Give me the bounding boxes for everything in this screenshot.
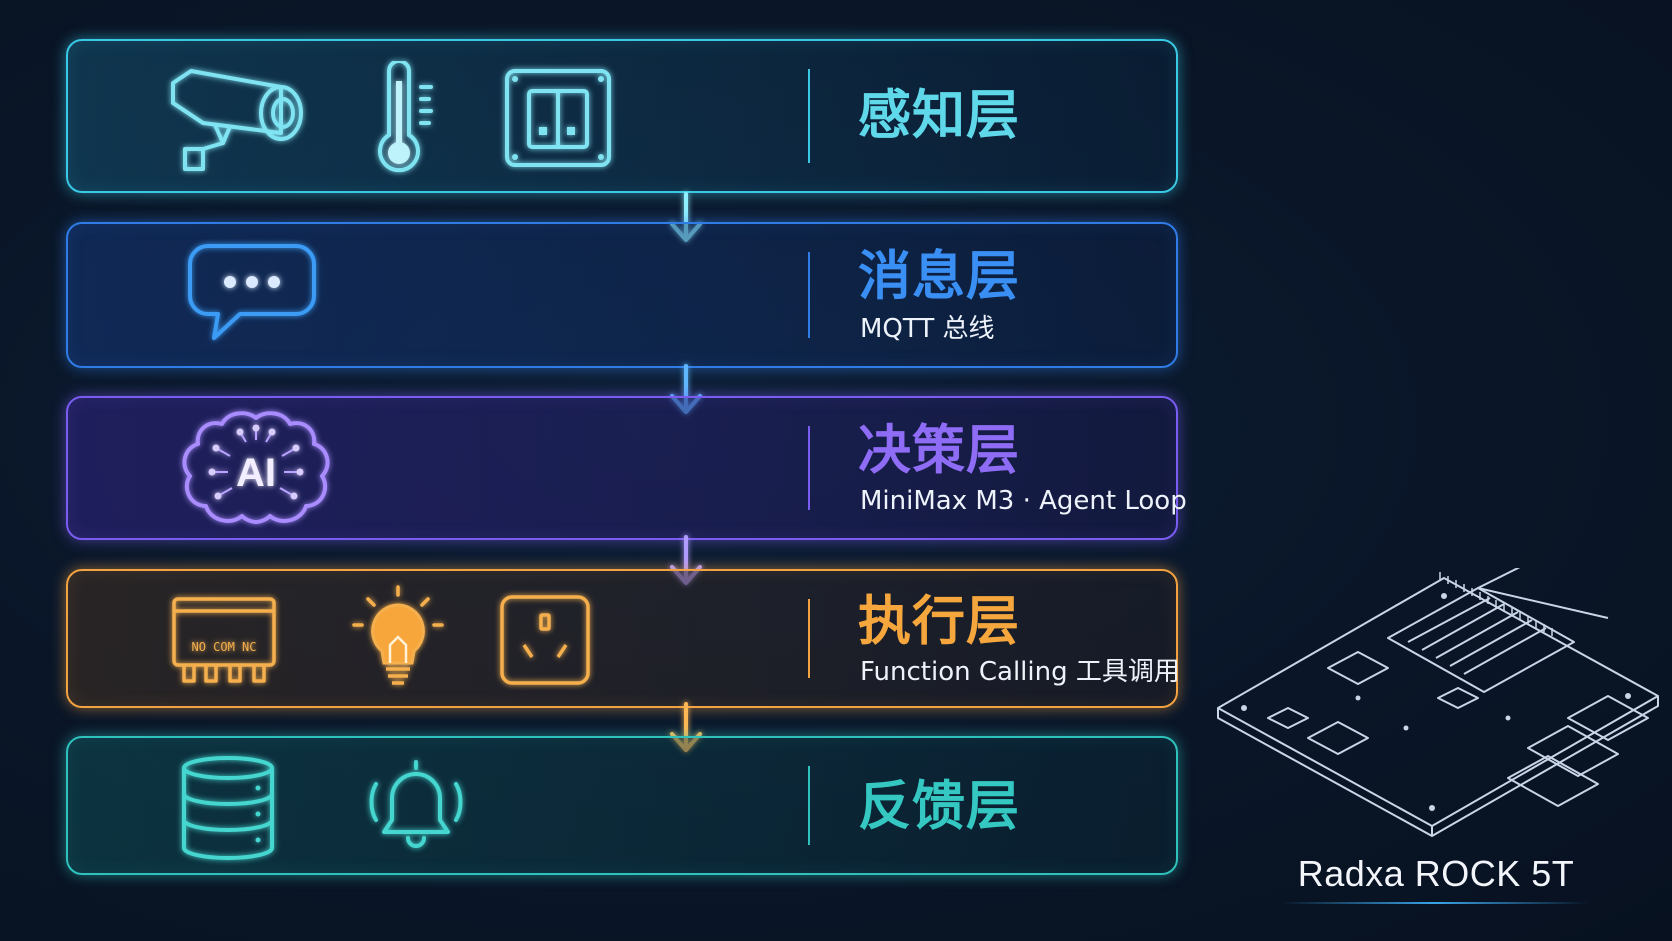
layer-divider bbox=[808, 766, 810, 845]
layer-message: 消息层 MQTT 总线 bbox=[66, 222, 1178, 368]
layer-divider bbox=[808, 599, 810, 678]
layer-divider bbox=[808, 426, 810, 510]
thermometer-icon bbox=[378, 61, 433, 173]
layer-subtitle: Function Calling 工具调用 bbox=[860, 657, 1180, 687]
surveillance-camera-icon bbox=[171, 69, 303, 171]
relay-icon: NO COM NC bbox=[172, 597, 276, 683]
ai-label: AI bbox=[236, 451, 276, 495]
chat-bubble-icon bbox=[188, 244, 316, 340]
layer-subtitle: MQTT 总线 bbox=[860, 314, 995, 344]
layer-title: 消息层 bbox=[858, 246, 1020, 307]
ai-brain-icon: AI bbox=[182, 411, 330, 524]
layer-title: 感知层 bbox=[858, 85, 1020, 146]
layer-feedback: 反馈层 bbox=[66, 736, 1178, 875]
wall-switch-icon bbox=[505, 69, 611, 167]
single-board-computer-icon bbox=[1217, 568, 1659, 837]
layer-title: 执行层 bbox=[858, 591, 1020, 652]
layer-decision: AI 决策层 MiniMax M3 · Agent Loop bbox=[66, 396, 1187, 540]
layer-divider bbox=[808, 69, 810, 163]
layer-title: 决策层 bbox=[858, 420, 1020, 481]
layer-title: 反馈层 bbox=[858, 776, 1020, 837]
power-socket-icon bbox=[500, 595, 590, 685]
relay-pin-labels: NO COM NC bbox=[191, 640, 256, 654]
layer-divider bbox=[808, 252, 810, 338]
bell-icon bbox=[369, 760, 463, 848]
database-icon bbox=[182, 756, 274, 860]
board-label: Radxa ROCK 5T bbox=[1297, 853, 1575, 894]
light-bulb-icon bbox=[352, 585, 444, 685]
layer-subtitle: MiniMax M3 · Agent Loop bbox=[860, 486, 1187, 516]
board-label-underline bbox=[1280, 902, 1590, 904]
layer-execution: NO COM NC 执行层 Function Calling 工具调用 bbox=[66, 569, 1180, 708]
layer-perception: 感知层 bbox=[66, 39, 1178, 193]
